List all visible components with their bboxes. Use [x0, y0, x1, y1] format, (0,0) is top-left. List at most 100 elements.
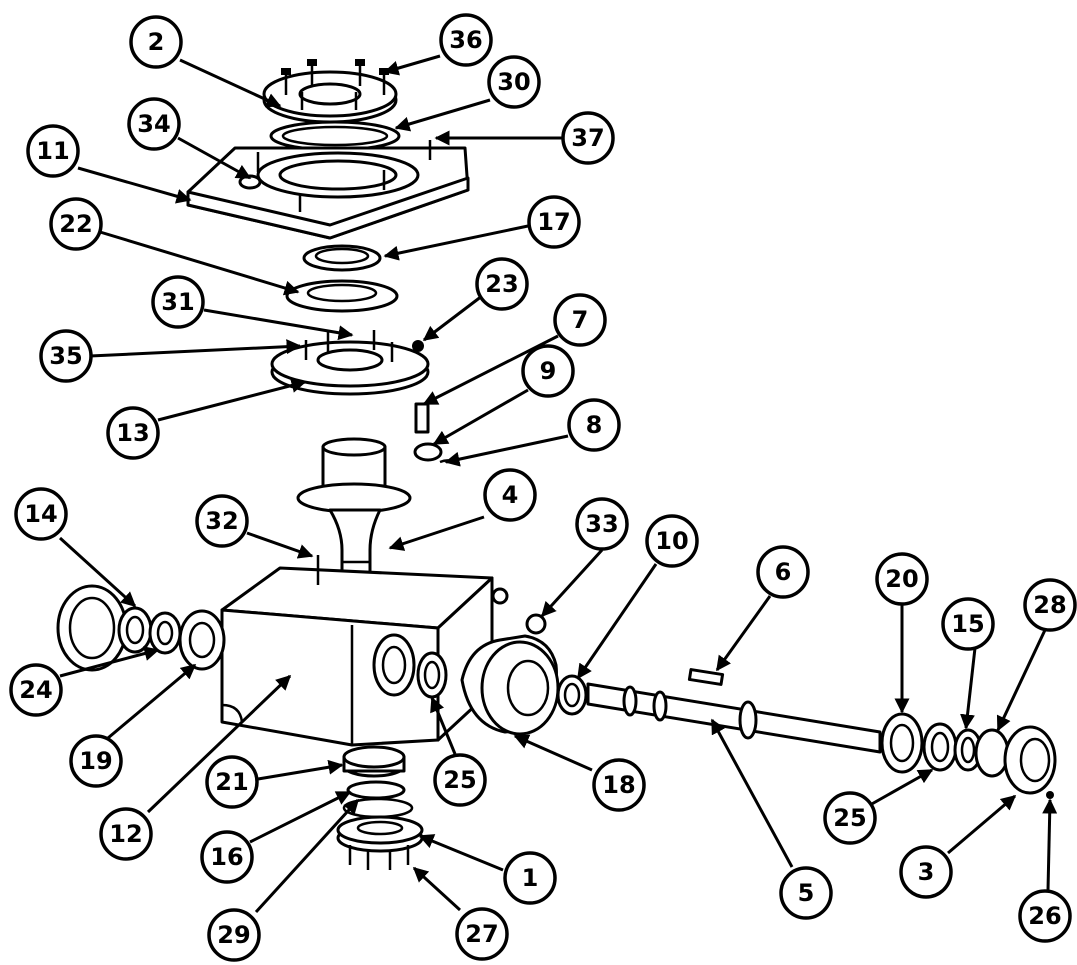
left-bearing-stack-part: [56, 584, 226, 672]
callout-9: 9: [521, 344, 575, 398]
leader-16: [249, 790, 352, 844]
callout-label: 22: [59, 210, 92, 238]
callout-label: 5: [798, 879, 815, 907]
leader-2: [179, 58, 282, 108]
callout-34: 34: [127, 97, 181, 151]
callout-11: 11: [26, 124, 80, 178]
callout-33: 33: [575, 497, 629, 551]
leader-29: [254, 798, 360, 914]
callout-17: 17: [527, 195, 581, 249]
side-seal-part: [416, 651, 448, 699]
leader-21: [257, 759, 344, 781]
leader-4: [388, 515, 485, 551]
leader-32: [246, 531, 314, 559]
leader-27: [412, 866, 462, 912]
callout-label: 18: [602, 771, 635, 799]
leader-33: [540, 548, 604, 618]
leader-24: [59, 646, 160, 678]
callout-label: 28: [1033, 591, 1066, 619]
callout-label: 16: [210, 843, 243, 871]
callout-label: 17: [537, 208, 570, 236]
callout-4: 4: [483, 468, 537, 522]
callout-label: 3: [918, 858, 935, 886]
leader-14: [58, 536, 137, 608]
callout-6: 6: [756, 545, 810, 599]
leader-1: [418, 834, 504, 872]
callout-2: 2: [129, 15, 183, 69]
top-cover-plate-part: [186, 140, 470, 240]
callout-35: 35: [39, 329, 93, 383]
callout-label: 9: [540, 357, 557, 385]
leader-17: [383, 224, 529, 261]
callout-10: 10: [645, 514, 699, 568]
leader-25a: [430, 696, 457, 755]
callout-25-shaft: 25: [823, 791, 877, 845]
leader-15: [960, 647, 977, 730]
callout-label: 13: [116, 419, 149, 447]
callout-18: 18: [592, 758, 646, 812]
callout-24: 24: [9, 663, 63, 717]
leader-12: [146, 674, 292, 814]
right-bearing-stack-part: [880, 712, 1057, 799]
callout-25-housing: 25: [433, 753, 487, 807]
callout-3: 3: [899, 845, 953, 899]
callout-label: 11: [36, 137, 69, 165]
callout-label: 31: [161, 288, 194, 316]
callout-28: 28: [1023, 578, 1077, 632]
gear-housing-part: [220, 555, 494, 747]
callout-label: 4: [502, 481, 519, 509]
callout-label: 25: [833, 804, 866, 832]
leader-31: [203, 308, 354, 341]
callout-1: 1: [503, 851, 557, 905]
callout-29: 29: [207, 908, 261, 962]
leader-30: [394, 98, 491, 132]
breather-part: [525, 613, 547, 635]
callout-label: 19: [79, 747, 112, 775]
bottom-bearing-stack-part: [336, 745, 424, 870]
callout-7: 7: [553, 293, 607, 347]
callout-label: 23: [485, 270, 518, 298]
callout-12: 12: [99, 807, 153, 861]
callout-label: 8: [586, 411, 603, 439]
callout-label: 30: [497, 68, 530, 96]
leader-23: [422, 294, 483, 342]
callout-label: 10: [655, 527, 688, 555]
leader-8: [444, 434, 569, 467]
callout-balloons: 1 2 3 4 5 6 7 8 9 10 11 12 13 14 15 16 1…: [9, 13, 1077, 962]
callout-label: 32: [205, 507, 238, 535]
leader-26: [1042, 798, 1058, 891]
leader-36: [383, 54, 441, 76]
leader-18: [513, 734, 593, 772]
input-shaft-part: [556, 668, 882, 754]
leader-5: [710, 718, 794, 868]
callout-16: 16: [200, 830, 254, 884]
parts-illustration: [56, 59, 1057, 870]
callout-27: 27: [455, 907, 509, 961]
callout-5: 5: [779, 866, 833, 920]
callout-label: 24: [19, 676, 52, 704]
leader-lines: [58, 54, 1058, 914]
callout-label: 25: [443, 766, 476, 794]
callout-label: 7: [572, 306, 589, 334]
leader-22: [99, 230, 300, 296]
leader-6: [715, 595, 772, 672]
callout-label: 6: [775, 558, 792, 586]
callout-20: 20: [875, 552, 929, 606]
leader-19: [107, 663, 197, 740]
callout-label: 1: [522, 864, 539, 892]
callout-22: 22: [49, 197, 103, 251]
side-cover-part: [460, 634, 560, 736]
callout-8: 8: [567, 398, 621, 452]
callout-label: 15: [951, 610, 984, 638]
leader-34: [177, 136, 252, 180]
callout-label: 26: [1028, 902, 1061, 930]
callout-15: 15: [941, 597, 995, 651]
callout-36: 36: [439, 13, 493, 67]
callout-label: 37: [571, 124, 604, 152]
callout-label: 21: [215, 768, 248, 796]
callout-26: 26: [1018, 889, 1072, 943]
callout-19: 19: [69, 734, 123, 788]
housing-plug-part: [491, 587, 509, 605]
callout-label: 2: [148, 28, 165, 56]
